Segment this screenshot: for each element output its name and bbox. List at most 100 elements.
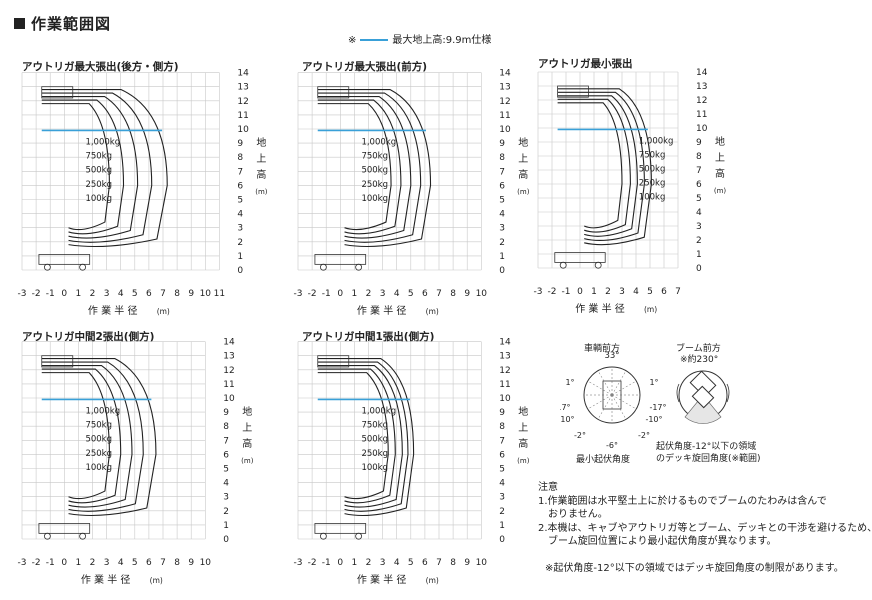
x-tick-label: 3 [619,287,625,297]
legend-label: 最大地上高:9.9m仕様 [392,35,492,46]
vehicle-wheel [319,532,327,540]
y-axis-label-char: 上 [518,153,528,165]
vehicle-body [314,523,367,534]
x-tick-label: 5 [647,287,653,297]
y-tick-label: 7 [499,167,505,177]
y-tick-label: 6 [499,450,505,460]
y-tick-label: 10 [223,394,235,404]
envelope-1,000kg [557,102,623,229]
vehicle-wheel [355,532,363,540]
boom-icon [691,385,715,409]
envelope-750kg [41,368,122,504]
chart-title-1: アウトリガ最大張出(後方・側方) [22,61,179,73]
angle-diagram-title: 車輌前方 [584,344,621,354]
y-tick-label: 8 [237,153,243,163]
envelope-750kg [317,368,396,504]
x-tick-label: 10 [476,558,488,568]
y-tick-label: 5 [237,196,243,206]
x-tick-label: 4 [118,289,124,299]
vehicle-body [38,523,91,534]
x-tick-label: 6 [422,558,428,568]
x-tick-label: 7 [436,289,442,299]
x-tick-label: 9 [188,558,194,568]
y-tick-label: 2 [499,507,505,517]
boom-caption: 起伏角度-12°以下の領域 のデッキ旋回角度(※範囲) [656,441,761,465]
x-tick-label: 4 [394,558,400,568]
y-tick-label: 3 [696,222,702,232]
angle-ray [611,394,637,410]
y-tick-label: 7 [499,436,505,446]
y-tick-label: 11 [696,110,707,120]
x-tick-label: 7 [160,289,166,299]
x-tick-label: 9 [188,289,194,299]
x-tick-label: 4 [633,287,639,297]
title-square-icon [14,18,25,29]
vehicle-wheel [79,263,87,271]
load-label: 100kg [85,463,112,473]
load-label: 1,000kg [85,138,120,148]
x-tick-label: 4 [118,558,124,568]
x-axis-label: 作 業 半 径 [575,302,625,315]
y-tick-label: 5 [696,194,702,204]
min-angle-diagram: 33°1°1°-17°-17°-10°-10°-2°-2°-6° [560,351,667,450]
angle-label: 1° [649,378,658,387]
x-tick-label: -3 [294,558,303,568]
x-tick-label: 0 [337,289,343,299]
y-tick-label: 9 [237,139,243,149]
x-tick-label: 6 [146,558,152,568]
y-axis-unit: (m) [714,187,727,195]
y-tick-label: 7 [223,436,229,446]
x-axis-label: 作 業 半 径 [357,573,407,586]
y-tick-label: 9 [696,138,702,148]
envelope-1,000kg [317,372,389,500]
x-tick-label: -2 [308,558,317,568]
x-tick-label: -3 [534,287,543,297]
x-axis-label: 作 業 半 径 [88,304,138,317]
y-tick-label: 14 [237,69,249,79]
vehicle-wheel [43,263,51,271]
angle-ray [587,380,613,396]
y-tick-label: 12 [499,366,510,376]
x-tick-label: -1 [46,558,55,568]
envelope-500kg [41,365,133,508]
vehicle-wheel [79,532,87,540]
load-label: 750kg [85,152,112,162]
y-tick-label: 4 [237,210,243,220]
chart-title-4: アウトリガ中間2張出(側方) [22,331,155,343]
x-tick-label: 1 [352,289,358,299]
y-tick-label: 12 [237,97,248,107]
load-label: 750kg [639,150,666,160]
y-tick-label: 1 [223,521,229,531]
load-label: 100kg [639,192,666,202]
x-tick-label: -1 [562,287,571,297]
y-tick-label: 11 [223,380,234,390]
angle-ray [587,394,613,410]
y-axis-unit: (m) [517,188,530,196]
y-tick-label: 1 [499,521,505,531]
y-tick-label: 2 [499,238,505,248]
y-tick-label: 0 [499,266,505,276]
page-title: 作業範囲図 [14,13,111,34]
envelope-500kg [317,365,403,508]
x-tick-label: 8 [174,289,180,299]
y-axis-label-char: 上 [715,152,725,164]
x-axis-label: 作 業 半 径 [81,573,131,586]
load-label: 1,000kg [85,407,120,417]
x-tick-label: 6 [661,287,667,297]
envelope-250kg [317,361,409,512]
notes-line-2: おりません。 [538,509,608,520]
x-tick-label: 1 [76,289,82,299]
y-tick-label: 4 [499,210,505,220]
envelope-250kg [557,91,645,241]
load-label: 250kg [85,449,112,459]
x-tick-label: 5 [408,558,414,568]
envelope-750kg [317,99,402,235]
y-tick-label: 10 [499,125,511,135]
load-label: 750kg [361,152,388,162]
y-tick-label: 13 [223,352,234,362]
y-axis-label-char: 上 [518,422,528,434]
y-tick-label: 7 [696,166,702,176]
x-tick-label: 1 [591,287,597,297]
angle-label: -2° [638,431,650,440]
